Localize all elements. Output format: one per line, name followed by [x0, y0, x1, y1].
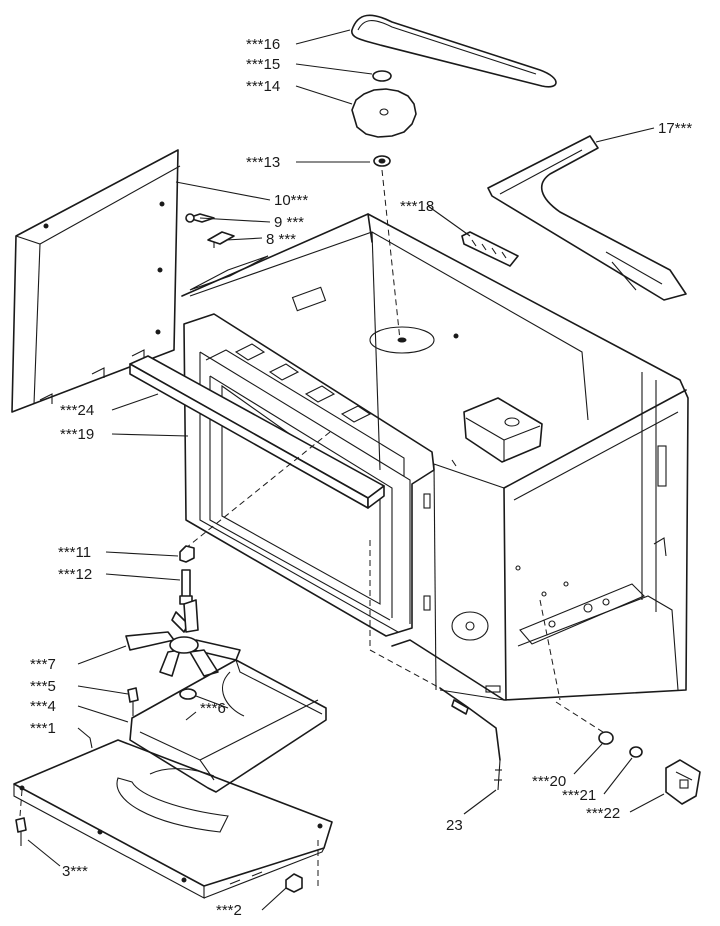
front-frame-part-19	[183, 313, 435, 637]
callout-16: ***16	[246, 36, 280, 53]
screw-part-5	[127, 687, 139, 716]
foot-part-2	[285, 873, 303, 893]
fan-blade-part-7	[125, 599, 241, 677]
callout-13: ***13	[246, 154, 280, 171]
callout-17: 17***	[658, 120, 692, 137]
nut-part-20	[598, 731, 614, 745]
callout-7: ***7	[30, 656, 56, 673]
clip-part-8	[207, 231, 235, 248]
shaft-part-12	[179, 569, 193, 605]
washer-part-21	[629, 746, 643, 758]
callout-21: ***21	[562, 787, 596, 804]
callout-22: ***22	[586, 805, 620, 822]
switch-part-22	[665, 759, 701, 805]
stirrer-gear-part-14	[351, 88, 417, 138]
callout-12: ***12	[58, 566, 92, 583]
washer-part-15	[372, 70, 392, 82]
side-panel-part-10	[11, 149, 181, 413]
callout-14: ***14	[246, 78, 280, 95]
callout-19: ***19	[60, 426, 94, 443]
callout-18: ***18	[400, 198, 434, 215]
callout-9: 9 ***	[274, 214, 304, 231]
nut-part-6	[179, 688, 197, 700]
trim-strip-part-24	[129, 355, 385, 509]
callout-6: ***6	[200, 700, 226, 717]
base-plate-part-1	[13, 739, 333, 899]
callout-3: 3***	[62, 863, 88, 880]
cabinet-shell	[181, 213, 689, 701]
callout-23: 23	[446, 817, 463, 834]
callout-15: ***15	[246, 56, 280, 73]
callout-labels: ***16 ***15 ***14 17*** ***13 10*** ***1…	[30, 36, 692, 919]
leader-lines	[27, 29, 665, 911]
belt-part-16	[351, 14, 557, 88]
callout-24: ***24	[60, 402, 94, 419]
callout-2: ***2	[216, 902, 242, 919]
callout-8: 8 ***	[266, 231, 296, 248]
probe-part-23	[369, 540, 502, 791]
callout-20: ***20	[532, 773, 566, 790]
screw-part-3	[15, 817, 27, 846]
connector-part-18	[461, 231, 519, 267]
fan-bracket-part-4	[129, 659, 327, 793]
callout-10: 10***	[274, 192, 308, 209]
callout-1: ***1	[30, 720, 56, 737]
nut-part-11	[179, 545, 195, 563]
callout-5: ***5	[30, 678, 56, 695]
bracket-part-17	[487, 135, 687, 301]
callout-4: ***4	[30, 698, 56, 715]
callout-11: ***11	[58, 544, 91, 561]
